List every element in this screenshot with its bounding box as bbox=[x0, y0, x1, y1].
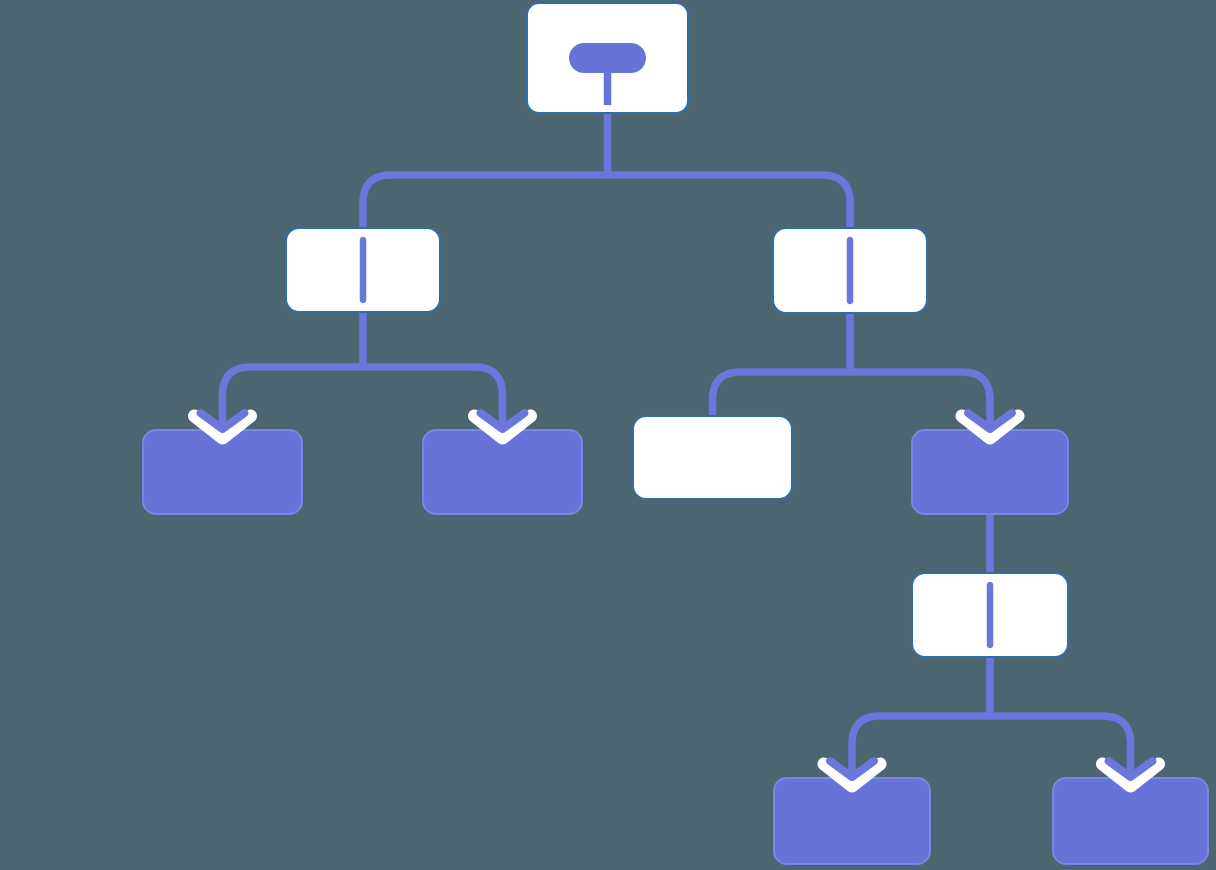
arrow-chevron-outer bbox=[468, 409, 537, 445]
root-pill bbox=[569, 43, 646, 73]
arrow-chevron-outer bbox=[188, 409, 257, 445]
arrow-down-icon bbox=[1104, 757, 1157, 781]
arrow-down-icon bbox=[826, 757, 878, 781]
arrow-chevron-outer bbox=[1096, 757, 1165, 793]
edge-branch-left-split bbox=[218, 363, 507, 429]
arrow-chevron-outer bbox=[817, 757, 887, 793]
edge-root-split bbox=[359, 171, 854, 228]
arrow-down-icon bbox=[964, 409, 1016, 433]
arrow-chevron-outer bbox=[955, 409, 1025, 445]
node-card-right[interactable] bbox=[632, 415, 793, 500]
edge-branch-right-split bbox=[708, 368, 994, 429]
arrow-down-icon bbox=[476, 409, 529, 433]
arrow-down-icon bbox=[196, 409, 249, 433]
edge-subbranch-split bbox=[848, 712, 1135, 777]
